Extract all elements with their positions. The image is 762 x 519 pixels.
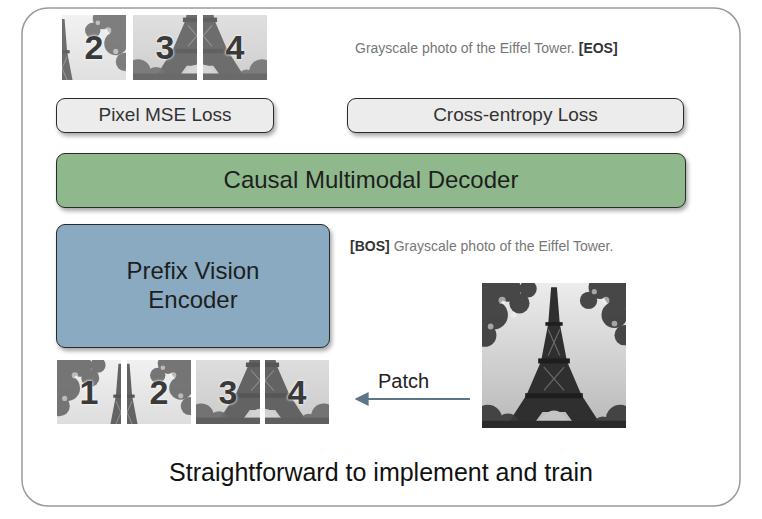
patch-label-holder: Patch — [378, 370, 429, 393]
box-label: Causal Multimodal Decoder — [224, 166, 519, 195]
patch-number: 2 — [150, 373, 169, 412]
token-label-holder: [EOS] — [579, 39, 618, 57]
eiffel-photo — [470, 274, 637, 436]
box-label: Pixel MSE Loss — [98, 104, 231, 127]
patch-number-holder: 2 — [62, 15, 126, 80]
input-text: Grayscale photo of the Eiffel Tower. — [394, 238, 614, 254]
patch-number-holder: 1 — [57, 360, 121, 424]
patch-number-holder: 2 — [127, 360, 191, 424]
box-label: Prefix Vision Encoder — [108, 257, 278, 315]
caption-holder: Straightforward to implement and train — [22, 458, 740, 487]
patch-number: 2 — [85, 28, 104, 67]
loss-box: Pixel MSE Loss — [56, 98, 274, 133]
patch-number-holder: 4 — [265, 360, 329, 424]
patch-number: 3 — [156, 28, 175, 67]
patch-arrow — [356, 398, 470, 400]
patch-number: 4 — [226, 28, 245, 67]
patch-number: 4 — [288, 373, 307, 412]
box-label: Cross-entropy Loss — [433, 104, 598, 127]
patch-number-holder: 3 — [133, 15, 197, 80]
patch-number: 1 — [80, 373, 99, 412]
outer-frame — [22, 8, 740, 506]
decoder-box: Causal Multimodal Decoder — [56, 153, 686, 208]
input-text-holder: Grayscale photo of the Eiffel Tower. — [394, 237, 614, 255]
token-label-holder: [BOS] — [350, 237, 390, 255]
patch-number-holder: 3 — [196, 360, 260, 424]
output-text-holder: Grayscale photo of the Eiffel Tower. — [355, 39, 575, 57]
loss-box: Cross-entropy Loss — [347, 98, 684, 133]
patch-number-holder: 4 — [203, 15, 267, 80]
output-text: Grayscale photo of the Eiffel Tower. — [355, 40, 575, 56]
token-label: [BOS] — [350, 238, 390, 254]
patch-label: Patch — [378, 370, 429, 392]
token-label: [EOS] — [579, 40, 618, 56]
image-patch — [123, 0, 271, 88]
patch-number: 3 — [219, 373, 238, 412]
encoder-box: Prefix Vision Encoder — [56, 224, 330, 348]
caption: Straightforward to implement and train — [169, 458, 593, 486]
image-patch — [129, 0, 277, 88]
